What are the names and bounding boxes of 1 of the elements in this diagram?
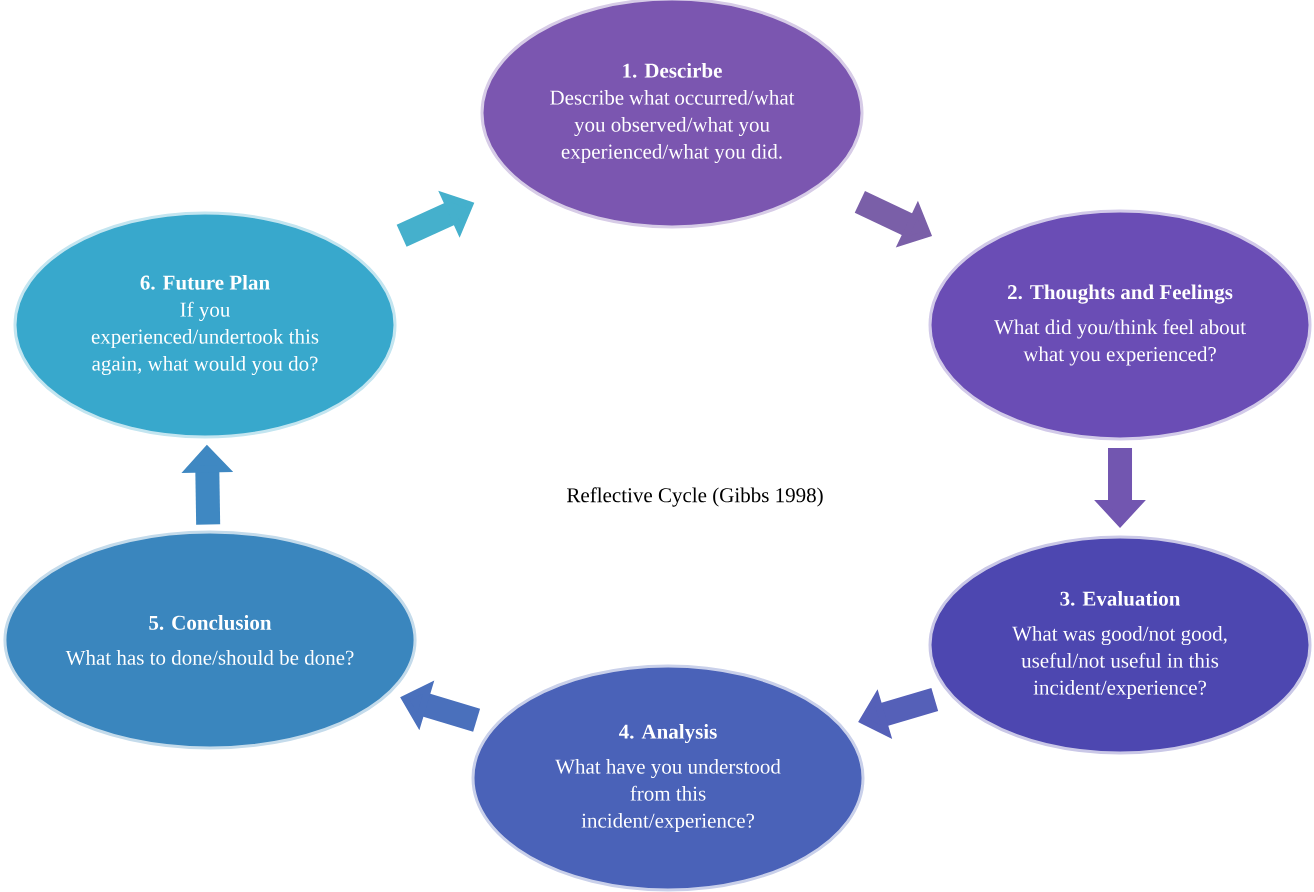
diagram-title: Reflective Cycle (Gibbs 1998) [567,487,823,507]
